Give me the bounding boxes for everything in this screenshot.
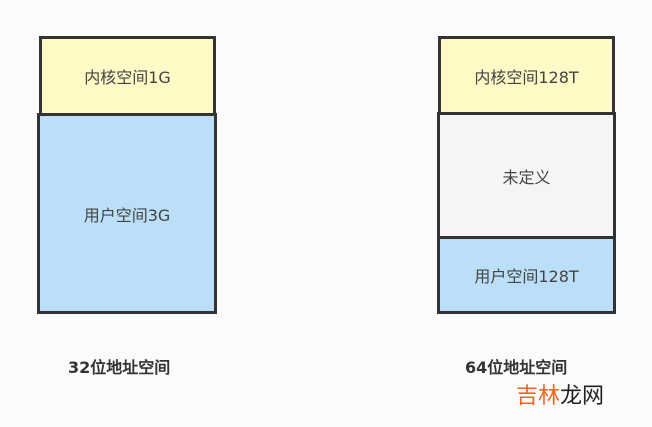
caption-64bit: 64位地址空间 bbox=[465, 358, 568, 377]
watermark-part2: 龙网 bbox=[560, 384, 605, 409]
watermark-part1: 吉林 bbox=[516, 384, 561, 409]
user-space-64-label: 用户空间128T bbox=[474, 267, 579, 286]
user-space-64: 用户空间128T bbox=[437, 236, 616, 314]
undefined-space-64-label: 未定义 bbox=[502, 167, 551, 187]
kernel-space-32: 内核空间1G bbox=[39, 36, 216, 116]
undefined-space-64: 未定义 bbox=[437, 112, 616, 239]
kernel-space-64-label: 内核空间128T bbox=[474, 67, 579, 87]
kernel-space-32-label: 内核空间1G bbox=[84, 68, 171, 87]
user-space-32: 用户空间3G bbox=[37, 113, 217, 314]
watermark: 吉林龙网 bbox=[516, 378, 604, 410]
user-space-32-label: 用户空间3G bbox=[83, 205, 171, 225]
kernel-space-64: 内核空间128T bbox=[438, 36, 615, 115]
caption-32bit: 32位地址空间 bbox=[68, 358, 171, 377]
